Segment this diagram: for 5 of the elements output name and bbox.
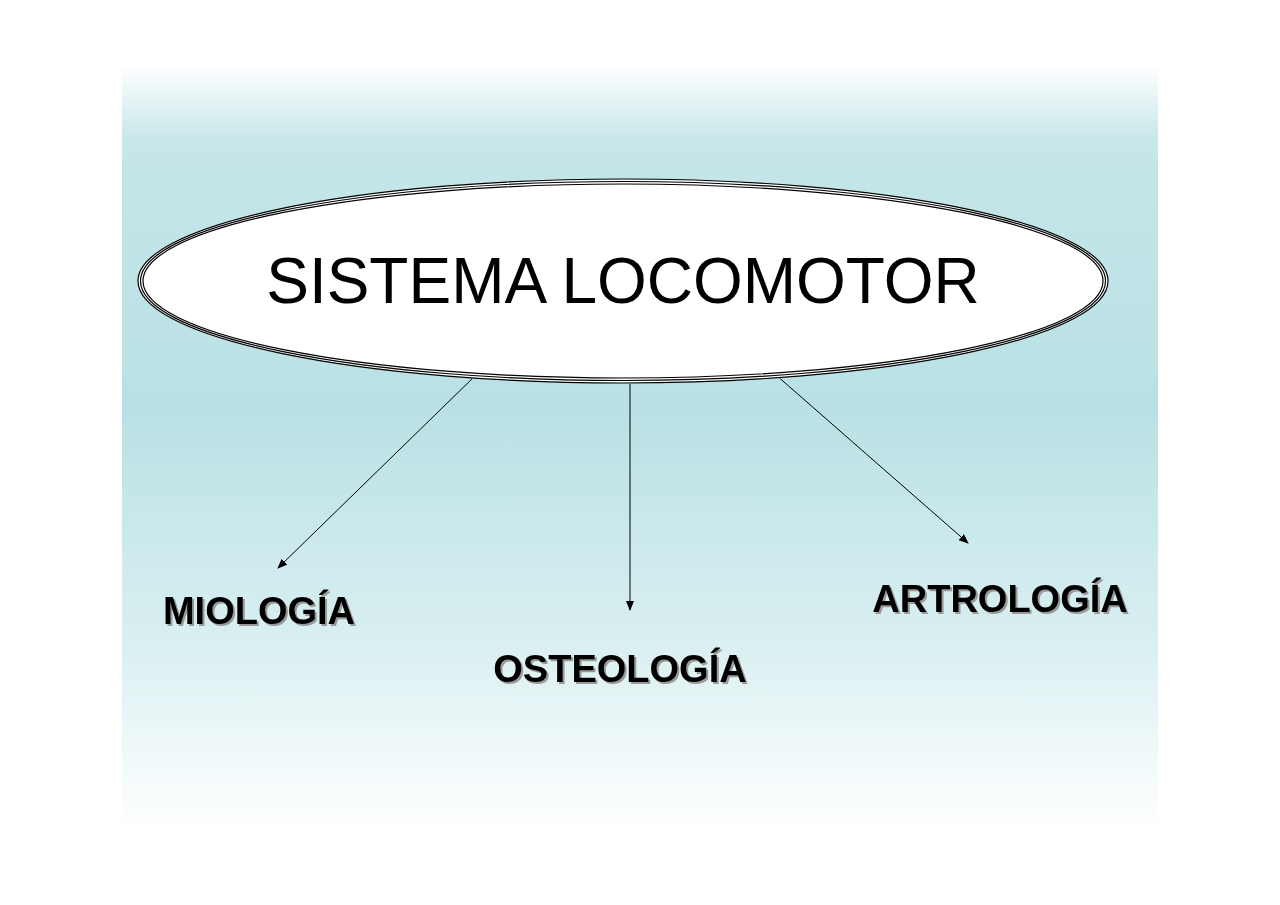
ellipse-node bbox=[137, 178, 1109, 384]
arrow bbox=[277, 378, 473, 569]
arrow bbox=[779, 378, 969, 544]
arrow bbox=[626, 383, 634, 611]
node-title: SISTEMA LOCOMOTOR bbox=[266, 249, 980, 313]
